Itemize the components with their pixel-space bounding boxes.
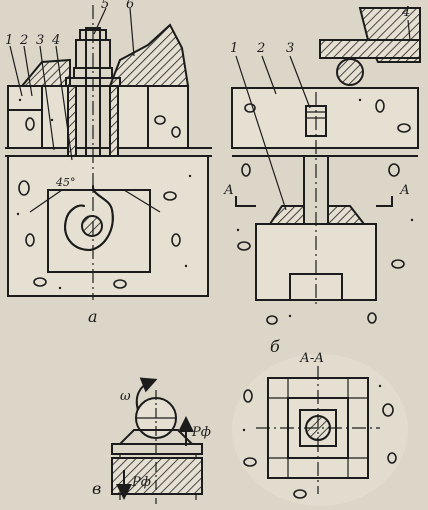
force-bottom-label: Pф [131, 475, 151, 490]
caption-b: б [270, 337, 280, 356]
section-title: А-А [299, 351, 324, 366]
force-top-label: Pф [191, 425, 211, 440]
callout-a-1: 1 [5, 33, 13, 48]
callout-b-1: 1 [230, 41, 238, 56]
angle-label: 45° [55, 176, 76, 189]
section-mark-left: А [223, 183, 234, 198]
callout-b-3: 3 [286, 41, 294, 56]
panel-b-labels: 1 2 3 4 А А б [223, 5, 410, 356]
callout-a-6: 6 [126, 0, 134, 12]
panel-aa-drawing [232, 354, 408, 506]
callout-a-2: 2 [19, 33, 28, 48]
callout-a-4: 4 [51, 33, 60, 48]
omega-label: ω [120, 389, 131, 404]
section-mark-right: А [399, 183, 410, 198]
callout-b-2: 2 [256, 41, 265, 56]
caption-v: в [92, 479, 101, 498]
callout-b-4: 4 [401, 5, 410, 20]
panel-v-drawing [111, 377, 203, 504]
panel-a-labels: 1 2 3 4 5 6 45° а [5, 0, 134, 326]
callout-a-5: 5 [101, 0, 109, 12]
panel-b-drawing [231, 7, 421, 325]
panel-a-drawing [5, 5, 212, 300]
panel-aa-labels: А-А [299, 351, 324, 366]
panel-v-labels: ω Pф Pф в [92, 389, 211, 498]
callout-a-3: 3 [36, 33, 44, 48]
caption-a: а [88, 307, 98, 326]
